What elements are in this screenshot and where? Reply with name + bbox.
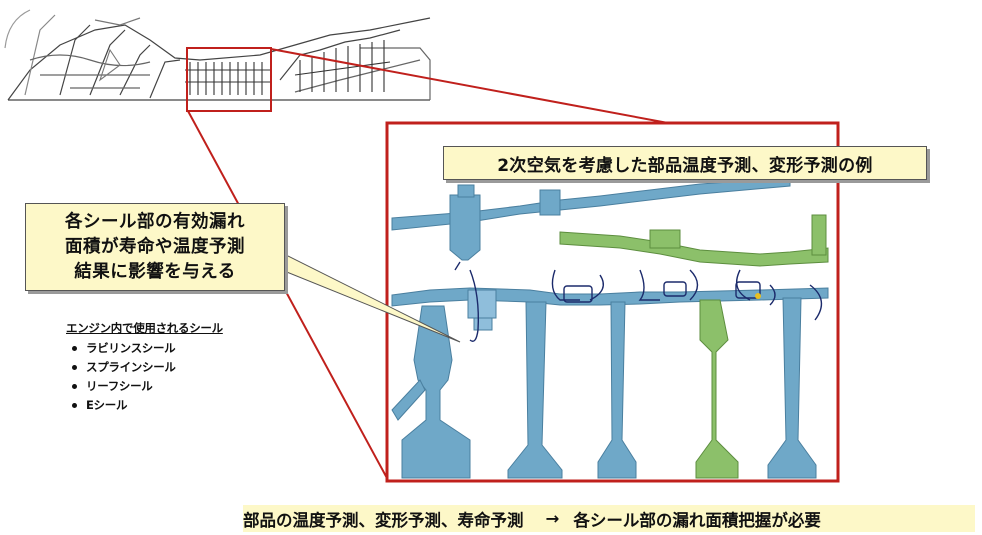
footer-left-text: 部品の温度予測、変形予測、寿命予測 [243, 510, 524, 530]
zoom-source-box [186, 47, 272, 112]
callout-box: 各シール部の有効漏れ 面積が寿命や温度予測 結果に影響を与える [25, 203, 285, 291]
seal-list-item: ラビリンスシール [66, 339, 266, 358]
footer-right-text: 各シール部の漏れ面積把握が必要 [573, 510, 821, 530]
footer-banner: 部品の温度予測、変形予測、寿命予測 → 各シール部の漏れ面積把握が必要 [243, 505, 975, 532]
seal-list-item-label: スプラインシール [86, 360, 176, 374]
seal-marker [755, 293, 761, 299]
seal-list-item: Eシール [66, 396, 266, 415]
seal-list: エンジン内で使用されるシール ラビリンスシール スプラインシール リーフシール … [66, 320, 266, 415]
callout-line-1: 各シール部の有効漏れ [65, 211, 245, 232]
caption-text: 2次空気を考慮した部品温度予測、変形予測の例 [497, 155, 873, 176]
seal-list-item: リーフシール [66, 377, 266, 396]
zoom-connector-bottom [187, 110, 389, 481]
seal-list-item: スプラインシール [66, 358, 266, 377]
seal-list-item-label: Eシール [86, 398, 128, 412]
callout-line-3: 結果に影響を与える [74, 261, 236, 282]
bullet-icon [72, 346, 77, 351]
blue-components [391, 177, 829, 479]
seal-list-item-label: ラビリンスシール [86, 341, 176, 355]
bullet-icon [72, 384, 77, 389]
caption-box: 2次空気を考慮した部品温度予測、変形予測の例 [443, 146, 927, 180]
engine-cross-section [4, 9, 431, 101]
seal-list-item-label: リーフシール [86, 379, 153, 393]
right-arrow-icon: → [545, 509, 560, 528]
seal-list-title: エンジン内で使用されるシール [66, 321, 223, 335]
seal-details [454, 261, 823, 342]
bullet-icon [72, 365, 77, 370]
callout-line-2: 面積が寿命や温度予測 [65, 236, 245, 257]
bullet-icon [72, 403, 77, 408]
zoom-connector-top [270, 48, 669, 124]
green-components [559, 214, 829, 479]
seal-list-items: ラビリンスシール スプラインシール リーフシール Eシール [66, 339, 266, 415]
engine-rotor-stages [98, 40, 391, 95]
